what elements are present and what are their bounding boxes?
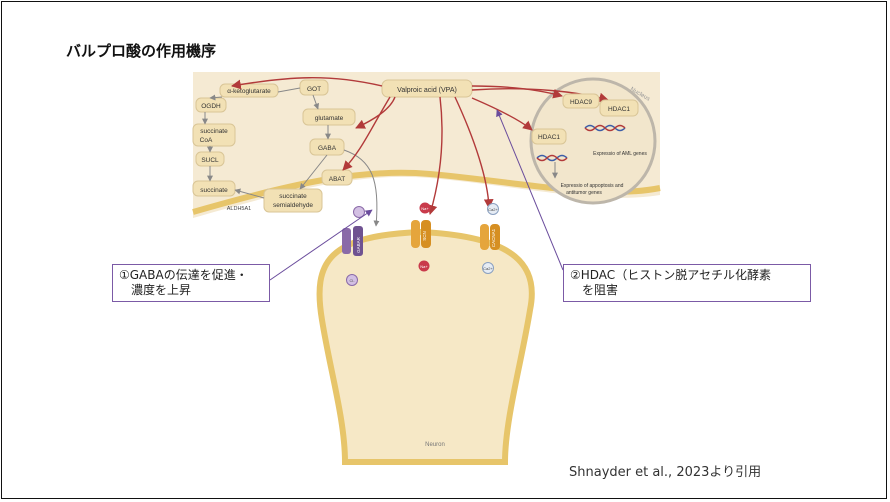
- scn-channel: SCN: [411, 220, 431, 248]
- vpa-node: [381, 79, 473, 98]
- gabar-channel: GABAR: [342, 226, 363, 256]
- cacna1-label: CACNA1: [491, 228, 496, 247]
- node-succinate: succinate: [200, 187, 228, 194]
- node-got: GOT: [307, 86, 321, 93]
- na-ion-top: [419, 202, 431, 214]
- citation: Shnayder et al., 2023より引用: [569, 465, 762, 480]
- gabar-label: GABAR: [356, 236, 361, 253]
- node-succinate-coa-1: succinate: [200, 128, 228, 135]
- node-succinate-coa-2: CoA: [200, 137, 213, 144]
- node-gaba: GABA: [318, 145, 337, 152]
- cl-label: Cl-: [349, 278, 355, 283]
- node-ssa-2: semialdehyde: [273, 202, 313, 209]
- node-ogdh: OGDH: [201, 103, 221, 110]
- dna-icon: [536, 154, 568, 162]
- neuron-body: [316, 228, 535, 465]
- ca-label-bottom: Ca2+: [483, 266, 493, 271]
- neuron-label: Neuron: [425, 442, 445, 448]
- node-hdac1-b: HDAC1: [538, 134, 560, 141]
- hdac-callout-arrow: [496, 109, 564, 271]
- gaba-callout-line2: 濃度を上昇: [131, 283, 192, 297]
- ca-ion-bottom: [482, 262, 494, 274]
- hdac-callout-line1: ②HDAC（ヒストン脱アセチル化酵素: [570, 268, 771, 282]
- cl-ion: [346, 274, 358, 286]
- page-title: バルプロ酸の作用機序: [66, 42, 217, 60]
- aml-expression: Expressio of AML genes: [593, 151, 647, 157]
- cacna1-channel: CACNA1: [480, 224, 500, 250]
- node-abat: ABAT: [329, 176, 346, 183]
- na-ion-bottom: [418, 260, 430, 272]
- scn-label: SCN: [422, 231, 427, 241]
- ca-label-top: Ca2+: [488, 207, 498, 212]
- na-label-top: Na+: [421, 206, 429, 211]
- metabolic-pathway: α-ketoglutarate GOT OGDH glutamate succi…: [192, 79, 380, 227]
- ca-ion-top: [487, 203, 499, 215]
- apoptosis-expression-1: Expressio of appoptosis and: [561, 183, 624, 189]
- nucleus-contents: HDAC9 HDAC1 HDAC1 Expressio of AML genes…: [531, 93, 647, 196]
- node-sucl: SUCL: [201, 157, 219, 164]
- gaba-callout-arrow: [269, 209, 373, 281]
- hdac-callout: ②HDAC（ヒストン脱アセチル化酵素 を阻害: [563, 264, 811, 302]
- vpa-arrows: [231, 77, 609, 215]
- node-aldh5a1: ALDH5A1: [227, 206, 251, 212]
- node-hdac9: HDAC9: [570, 99, 592, 106]
- vpa-label: Valproic acid (VPA): [397, 87, 457, 94]
- node-glutamate: glutamate: [315, 115, 344, 122]
- hdac-callout-line2: を阻害: [582, 283, 619, 297]
- node-ssa-1: succinate: [279, 193, 307, 200]
- gaba-callout: ①GABAの伝達を促進・ 濃度を上昇: [112, 264, 270, 302]
- gaba-callout-line1: ①GABAの伝達を促進・: [119, 268, 248, 282]
- node-a-ketoglutarate: α-ketoglutarate: [227, 88, 271, 95]
- apoptosis-expression-2: antitumor genes: [566, 190, 602, 196]
- node-hdac1-a: HDAC1: [608, 106, 630, 113]
- na-label-bottom: Na+: [420, 264, 428, 269]
